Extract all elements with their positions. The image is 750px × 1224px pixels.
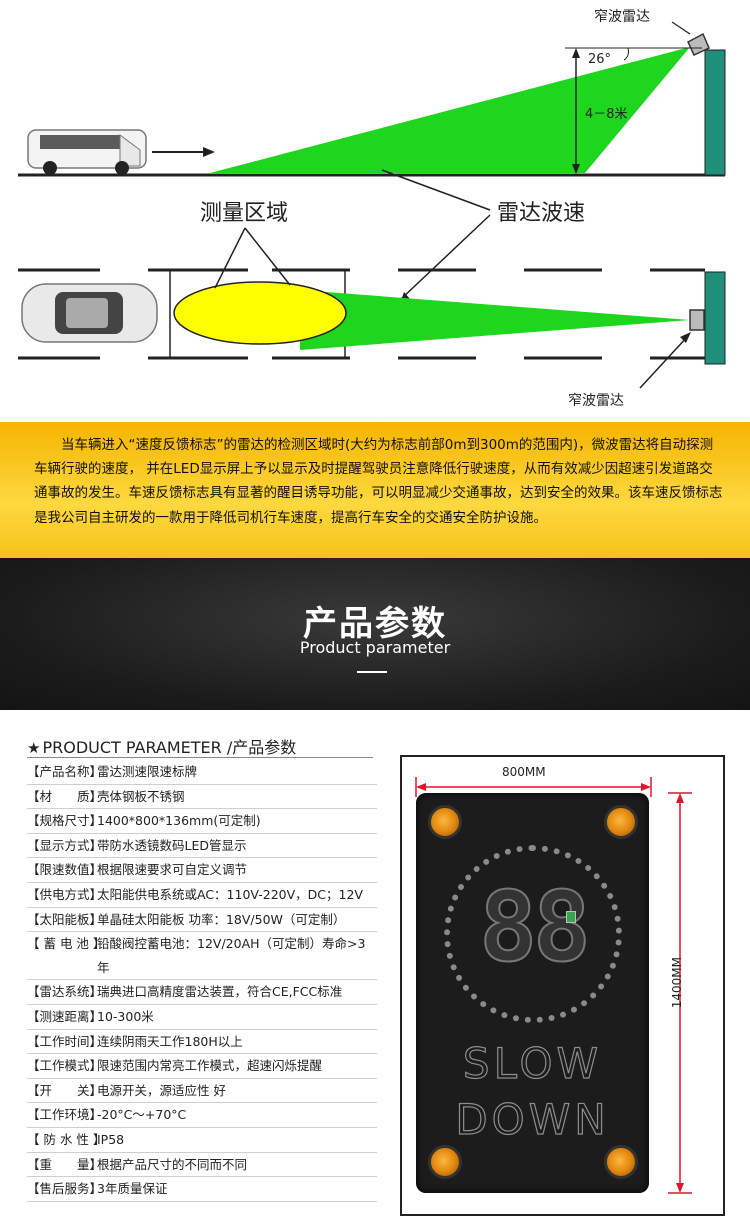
van-icon [27, 129, 147, 175]
radar-diagram: 窄波雷达 26° 4－8米 测量区域 雷达波速 窄波雷达 [0, 0, 750, 422]
param-key: 【供电方式】 [27, 886, 103, 902]
reflector-icon [604, 1145, 638, 1179]
banner-subtitle: Product parameter [299, 638, 451, 657]
param-value: 3年质量保证 [97, 1181, 168, 1197]
speed-digits: 88 [478, 870, 592, 984]
param-row: 【 蓄 电 池 】铅酸阀控蓄电池：12V/20AH（可定制）寿命>3年 [27, 932, 377, 981]
param-key: 【工作时间】 [27, 1033, 103, 1049]
param-row: 【工作时间】连续阴雨天工作180H以上 [27, 1030, 377, 1055]
banner-divider [357, 671, 387, 673]
param-key: 【太阳能板】 [27, 911, 103, 927]
param-value: 壳体钢板不锈钢 [97, 788, 185, 804]
speed-ring [444, 845, 622, 1023]
banner-title: 产品参数 [303, 604, 447, 644]
param-value: 单晶硅太阳能板 功率：18V/50W（可定制） [97, 911, 346, 927]
dimension-lines [415, 777, 692, 1194]
pole-top-view [704, 271, 726, 365]
param-key: 【工作模式】 [27, 1058, 103, 1074]
height-dimension-label: 1400MM [670, 957, 684, 1009]
intro-section: 当车辆进入“速度反馈标志”的雷达的检测区域时(大约为标志前部0m到300m的范围… [0, 422, 750, 558]
param-row: 【供电方式】太阳能供电系统或AC：110V-220V，DC；12V [27, 883, 377, 908]
param-row: 【产品名称】雷达测速限速标牌 [27, 760, 377, 785]
params-rule [27, 757, 373, 758]
param-row: 【材 质】壳体钢板不锈钢 [27, 785, 377, 810]
param-key: 【 防 水 性 】 [27, 1131, 106, 1147]
param-row: 【规格尺寸】1400*800*136mm(可定制) [27, 809, 377, 834]
intro-text: 当车辆进入“速度反馈标志”的雷达的检测区域时(大约为标志前部0m到300m的范围… [34, 437, 723, 526]
measure-zone [173, 281, 347, 345]
param-row: 【开 关】电源开关，源适应性 好 [27, 1079, 377, 1104]
measure-zone-label: 测量区域 [200, 201, 289, 226]
param-value: 带防水透镜数码LED管显示 [97, 837, 247, 853]
param-value: 电源开关，源适应性 好 [97, 1082, 226, 1098]
param-row: 【显示方式】带防水透镜数码LED管显示 [27, 834, 377, 859]
param-key: 【开 关】 [27, 1082, 103, 1098]
angle-label: 26° [588, 52, 612, 67]
param-value: 连续阴雨天工作180H以上 [97, 1033, 243, 1049]
radar-wave-label: 雷达波速 [497, 201, 586, 226]
param-value: 雷达测速限速标牌 [97, 764, 198, 779]
param-value: 限速范围内常亮工作模式，超速闪烁提醒 [97, 1058, 323, 1074]
lane-markings [18, 268, 705, 360]
radar-device-bottom [689, 309, 705, 331]
param-value: 根据限速要求可自定义调节 [97, 862, 248, 878]
param-key: 【雷达系统】 [27, 984, 103, 1000]
param-row: 【工作环境】-20°C～+70°C [27, 1103, 377, 1128]
param-key: 【重 量】 [27, 1156, 103, 1172]
params-section: ★PRODUCT PARAMETER /产品参数 【产品名称】雷达测速限速标牌【… [0, 710, 750, 1224]
param-key: 【显示方式】 [27, 837, 103, 853]
pole-side [704, 49, 726, 176]
speed-sign-board: 88 SLOW DOWN [416, 793, 649, 1193]
height-label: 4－8米 [585, 107, 628, 122]
param-row: 【雷达系统】瑞典进口高精度雷达装置，符合CE,FCC标准 [27, 980, 377, 1005]
params-heading: ★PRODUCT PARAMETER /产品参数 [27, 734, 296, 758]
reflector-icon [428, 1145, 462, 1179]
param-row: 【重 量】根据产品尺寸的不同而不同 [27, 1153, 377, 1178]
param-key: 【产品名称】 [27, 764, 103, 779]
radar-beam-side [210, 47, 690, 173]
param-key: 【材 质】 [27, 788, 103, 804]
param-key: 【 蓄 电 池 】 [27, 936, 106, 952]
param-row: 【售后服务】3年质量保证 [27, 1177, 377, 1202]
sign-text-slow: SLOW [462, 1038, 603, 1088]
param-value: IP58 [97, 1131, 125, 1147]
param-key: 【测速距离】 [27, 1008, 103, 1024]
param-value: -20°C～+70°C [97, 1107, 187, 1123]
param-row: 【测速距离】10-300米 [27, 1005, 377, 1030]
param-row: 【太阳能板】单晶硅太阳能板 功率：18V/50W（可定制） [27, 908, 377, 933]
param-row: 【工作模式】限速范围内常亮工作模式，超速闪烁提醒 [27, 1054, 377, 1079]
param-row: 【 防 水 性 】IP58 [27, 1128, 377, 1153]
param-value: 铅酸阀控蓄电池：12V/20AH（可定制）寿命>3年 [97, 936, 366, 975]
led-indicator-icon [566, 911, 576, 923]
param-value: 瑞典进口高精度雷达装置，符合CE,FCC标准 [97, 984, 343, 1000]
star-icon: ★ [27, 739, 41, 757]
param-value: 10-300米 [97, 1008, 154, 1024]
param-value: 太阳能供电系统或AC：110V-220V，DC；12V [97, 886, 363, 902]
section-banner: 产品参数 Product parameter [0, 558, 750, 710]
radar-beam-top [300, 290, 690, 350]
width-dimension-label: 800MM [502, 765, 546, 779]
params-heading-text: PRODUCT PARAMETER /产品参数 [42, 738, 297, 757]
radar-device-top [687, 32, 710, 56]
car-icon [21, 283, 158, 343]
reflector-icon [428, 805, 462, 839]
product-image: 800MM 1400MM 88 SLOW DOWN [400, 755, 725, 1216]
param-key: 【工作环境】 [27, 1107, 103, 1123]
param-key: 【规格尺寸】 [27, 813, 103, 829]
sign-text-down: DOWN [455, 1094, 610, 1144]
reflector-icon [604, 805, 638, 839]
diagram-graphics [18, 21, 726, 389]
params-list: 【产品名称】雷达测速限速标牌【材 质】壳体钢板不锈钢【规格尺寸】1400*800… [27, 760, 377, 1202]
radar-label-top: 窄波雷达 [594, 9, 650, 25]
param-value: 根据产品尺寸的不同而不同 [97, 1156, 248, 1172]
param-key: 【限速数值】 [27, 862, 103, 878]
radar-label-bottom: 窄波雷达 [568, 393, 624, 409]
param-value: 1400*800*136mm(可定制) [97, 813, 261, 829]
param-key: 【售后服务】 [27, 1181, 103, 1197]
param-row: 【限速数值】根据限速要求可自定义调节 [27, 858, 377, 883]
